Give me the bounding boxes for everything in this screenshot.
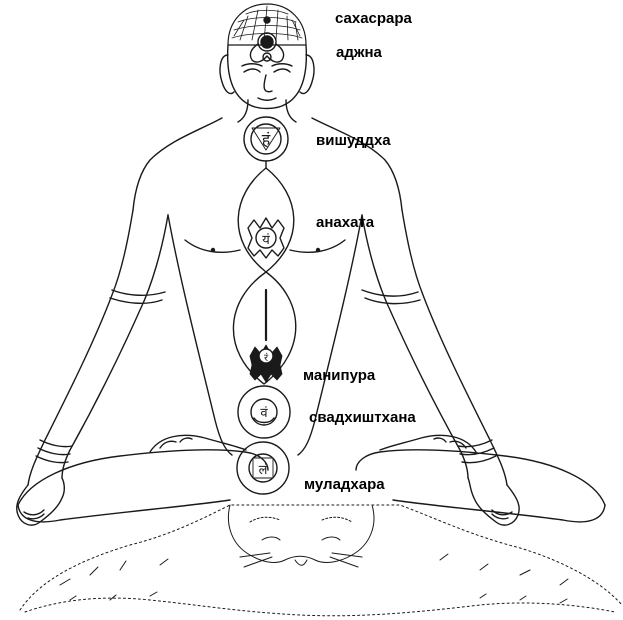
right-arm [362,210,519,525]
vishuddha-chakra: हं [244,117,288,161]
label-svadhisthana: свадхиштхана [309,410,416,425]
muladhara-chakra: लं [237,442,289,494]
svadhisthana-chakra: वं [238,386,290,438]
anahata-bija-icon: यं [262,233,270,248]
svadhisthana-bija-icon: वं [260,406,268,421]
anahata-chakra: यं [248,218,284,258]
manipura-chakra: रं [250,345,282,382]
anahata-vesica [238,168,294,272]
label-manipura: манипура [303,368,375,383]
left-hand [17,478,65,525]
tiger-skin-rug [20,505,622,616]
ajna-chakra [250,33,283,62]
label-sahasrara: сахасрара [335,11,412,26]
label-ajna: аджна [336,45,382,60]
label-vishuddha: вишуддха [316,133,391,148]
sahasrara-point [264,17,270,23]
tiger-head [228,505,374,562]
vishuddha-bija-icon: हं [262,130,271,149]
left-arm [17,210,168,525]
head [220,4,314,109]
label-muladhara: муладхара [304,477,385,492]
label-anahata: анахата [316,215,374,230]
right-hand [468,478,519,525]
muladhara-bija-icon: लं [259,463,268,478]
chakra-column: हं यं रं वं लं [233,117,295,494]
